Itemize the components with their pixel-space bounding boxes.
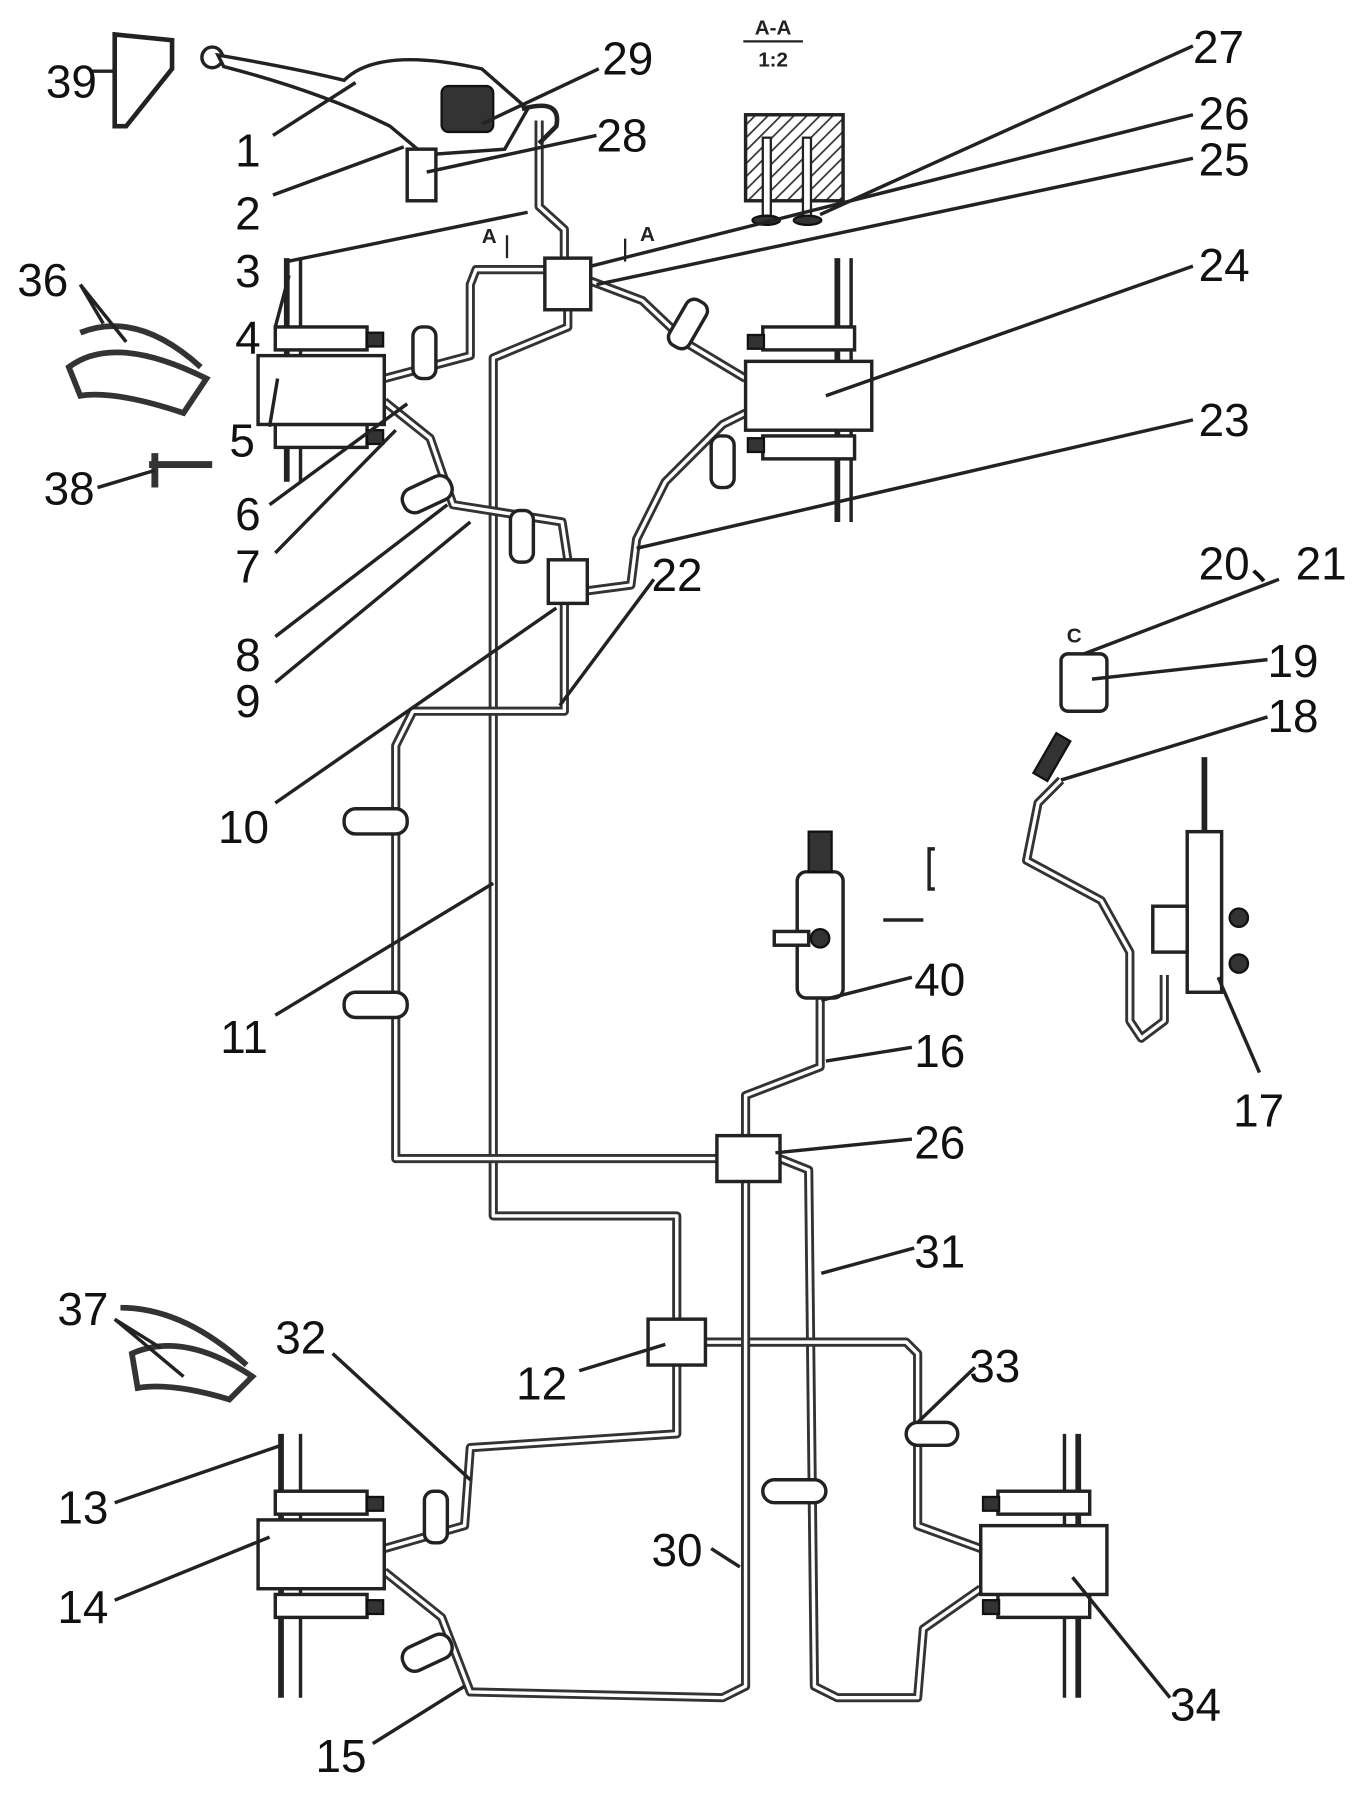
- junction-block-bottom: [646, 1317, 708, 1367]
- part-number-label: 38: [44, 463, 95, 515]
- view-mark-c: C: [1067, 624, 1082, 647]
- part-number-label: 33: [969, 1340, 1020, 1392]
- brake-pipe: [1022, 776, 1169, 1043]
- cut-mark-left: A: [482, 225, 497, 248]
- part-number-label: 4: [235, 311, 261, 363]
- part-number-label: 39: [46, 56, 97, 108]
- part-number-label: 37: [57, 1283, 108, 1335]
- part-number-label: 17: [1233, 1084, 1284, 1136]
- junction-block-top: [543, 256, 593, 312]
- part-number-label: 28: [596, 109, 647, 161]
- brake-pipe: [491, 309, 679, 1320]
- brake-pipe: [394, 603, 717, 1161]
- brake-pipe: [537, 120, 567, 259]
- part-number-label: 10: [218, 801, 269, 853]
- part-number-label: 32: [275, 1312, 326, 1364]
- section-view-a-a: A-A 1:2 A A: [482, 16, 845, 262]
- master-cylinder-40: [772, 830, 935, 1000]
- part-number-label: 27: [1193, 21, 1244, 73]
- caliper-front-right: [743, 258, 874, 522]
- caliper-rear-left: [256, 1433, 386, 1698]
- junction-blocks: [543, 256, 782, 1367]
- part-number-label: 14: [57, 1581, 108, 1633]
- brake-pipe: [740, 997, 825, 1136]
- brake-pads: [65, 323, 257, 1403]
- brake-pipe: [590, 279, 747, 381]
- brake-pipes: [381, 120, 1169, 1703]
- junction-block-middle: [546, 558, 590, 606]
- part-number-label: 36: [17, 254, 68, 306]
- brake-pipe: [743, 997, 822, 1136]
- brake-pipe: [383, 267, 545, 381]
- brake-pipe: [383, 1181, 748, 1700]
- part-number-label: 30: [652, 1524, 703, 1576]
- part-number-label: 13: [57, 1481, 108, 1533]
- part-number-label: 1: [235, 124, 261, 176]
- part-number-label: 24: [1199, 239, 1250, 291]
- part-number-label: 6: [235, 488, 261, 540]
- caliper-rear-right: [979, 1433, 1109, 1698]
- part-number-label: 9: [235, 675, 261, 727]
- part-number-label: 22: [652, 549, 703, 601]
- part-number-label: 29: [602, 33, 653, 85]
- switch-39: [112, 31, 175, 129]
- part-number-label: 19: [1268, 635, 1319, 687]
- brake-pipe: [779, 1156, 982, 1700]
- brake-pipe: [383, 400, 570, 561]
- part-number-label: 12: [516, 1357, 567, 1409]
- part-number-label: 2: [235, 187, 261, 239]
- reservoir-assembly: C: [1031, 624, 1250, 994]
- part-number-label: 5: [229, 415, 255, 467]
- part-number-label: 26: [1199, 88, 1250, 140]
- section-scale: 1:2: [758, 49, 788, 72]
- part-number-label: 3: [235, 245, 261, 297]
- part-number-label: 40: [914, 954, 965, 1006]
- part-number-label: 15: [315, 1730, 366, 1782]
- part-number-label: 34: [1170, 1679, 1221, 1731]
- brake-pipe: [1024, 778, 1166, 1040]
- brake-lever-assembly: [112, 31, 560, 203]
- brake-pipe: [383, 265, 545, 384]
- section-title: A-A: [755, 16, 792, 39]
- brake-pipe: [587, 411, 747, 593]
- calipers: [256, 258, 1109, 1698]
- brake-pipe: [705, 1340, 982, 1551]
- pipe-clamps: [342, 297, 960, 1674]
- part-number-label: 20、21: [1199, 537, 1347, 589]
- part-number-label: 23: [1199, 394, 1250, 446]
- part-number-label: 7: [235, 541, 261, 593]
- part-number-label: 16: [914, 1025, 965, 1077]
- part-number-label: 25: [1199, 134, 1250, 186]
- part-number-label: 8: [235, 629, 261, 681]
- part-number-label: 31: [914, 1226, 965, 1278]
- part-number-label: 26: [914, 1117, 965, 1169]
- caliper-front-left: [256, 258, 386, 482]
- junction-block-lower: [715, 1133, 782, 1184]
- leader-lines: [78, 44, 1280, 1746]
- cut-mark-right: A: [640, 223, 655, 246]
- part-number-label: 18: [1268, 690, 1319, 742]
- part-number-label: 11: [220, 1011, 268, 1063]
- brake-pipe: [488, 309, 682, 1320]
